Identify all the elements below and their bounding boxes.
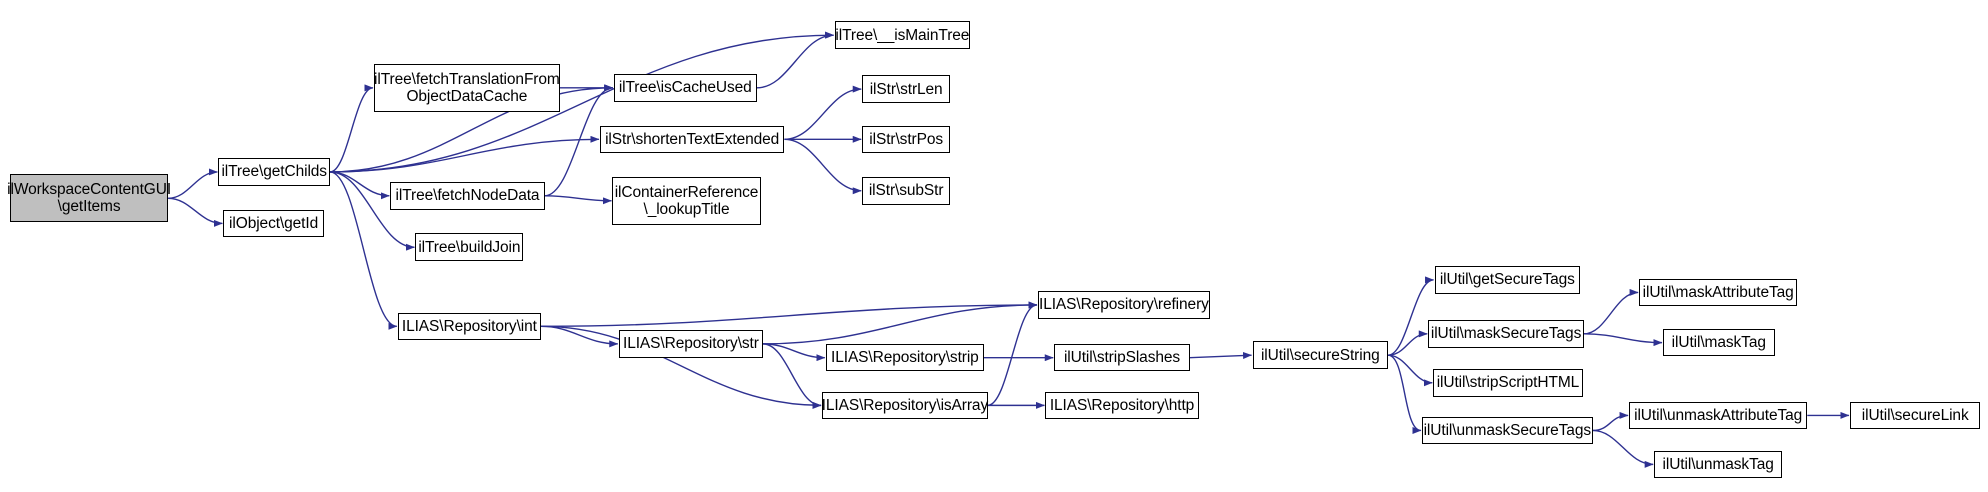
edge-maskSecureTags-to-maskAttributeTag (1583, 288, 1639, 335)
edge-fetchNodeData-to-lookupTitle (544, 195, 612, 205)
edge-secureString-to-maskSecureTags (1388, 330, 1428, 356)
graph-node-secureString[interactable]: ilUtil\secureString (1252, 341, 1389, 369)
graph-node-isMainTree[interactable]: ilTree\__isMainTree (834, 21, 971, 49)
graph-node-stripSlashes[interactable]: ilUtil\stripSlashes (1054, 343, 1190, 372)
edge-getChilds-to-fetchNodeData (330, 171, 390, 200)
graph-node-isCacheUsed[interactable]: ilTree\isCacheUsed (613, 74, 757, 102)
graph-node-strPos[interactable]: ilStr\strPos (862, 125, 951, 154)
edge-repoStr-to-repoIsArray (762, 343, 822, 409)
graph-node-unmaskSecureTags[interactable]: ilUtil\unmaskSecureTags (1421, 416, 1593, 445)
graph-node-unmaskTag[interactable]: ilUtil\unmaskTag (1654, 450, 1783, 479)
edge-secureString-to-unmaskSecureTags (1387, 354, 1422, 434)
edge-repoStr-to-repoStrip (763, 343, 826, 362)
graph-node-getId[interactable]: ilObject\getId (223, 209, 324, 238)
graph-node-lookupTitle[interactable]: ilContainerReference \_lookupTitle (612, 176, 761, 225)
edge-secureString-to-stripScriptHTML (1388, 354, 1433, 387)
graph-node-strLen[interactable]: ilStr\strLen (862, 75, 951, 103)
graph-node-unmaskAttributeTag[interactable]: ilUtil\unmaskAttributeTag (1629, 401, 1808, 430)
graph-node-subStr[interactable]: ilStr\subStr (862, 176, 951, 205)
edge-getChilds-to-fetchTrans (329, 84, 374, 173)
edge-maskSecureTags-to-maskTag (1583, 333, 1663, 347)
graph-node-maskTag[interactable]: ilUtil\maskTag (1662, 328, 1775, 357)
graph-node-stripScriptHTML[interactable]: ilUtil\stripScriptHTML (1433, 368, 1583, 397)
graph-node-repoIsArray[interactable]: ILIAS\Repository\isArray (822, 391, 988, 420)
edge-shortenText-to-strLen (784, 85, 862, 141)
edge-isCacheUsed-to-isMainTree (756, 31, 835, 89)
edge-unmaskSecureTags-to-unmaskTag (1592, 429, 1654, 468)
graph-node-buildJoin[interactable]: ilTree\buildJoin (415, 233, 524, 262)
graph-node-repoHttp[interactable]: ILIAS\Repository\http (1045, 391, 1199, 420)
edge-repoInt-to-repoStr (540, 325, 619, 348)
edge-repoInt-to-refinery (540, 301, 1038, 328)
graph-node-fetchNodeData[interactable]: ilTree\fetchNodeData (390, 181, 545, 210)
graph-node-maskAttributeTag[interactable]: ilUtil\maskAttributeTag (1639, 278, 1798, 307)
graph-node-maskSecureTags[interactable]: ilUtil\maskSecureTags (1428, 320, 1584, 348)
graph-node-getSecureTags[interactable]: ilUtil\getSecureTags (1434, 266, 1581, 294)
edge-root-to-getChilds (168, 168, 218, 199)
graph-node-secureLink[interactable]: ilUtil\secureLink (1849, 401, 1981, 430)
edge-stripSlashes-to-secureString (1189, 352, 1253, 360)
edge-root-to-getId (168, 197, 223, 227)
graph-node-repoStrip[interactable]: ILIAS\Repository\strip (825, 343, 984, 372)
graph-node-repoStr[interactable]: ILIAS\Repository\str (618, 330, 764, 358)
graph-node-fetchTrans[interactable]: ilTree\fetchTranslationFrom ObjectDataCa… (374, 64, 560, 112)
edge-secureString-to-getSecureTags (1387, 276, 1435, 356)
graph-node-root[interactable]: ilWorkspaceContentGUI \getItems (7, 174, 171, 223)
graph-node-repoInt[interactable]: ILIAS\Repository\int (397, 312, 541, 341)
edge-unmaskSecureTags-to-unmaskAttributeTag (1592, 411, 1629, 432)
graph-node-getChilds[interactable]: ilTree\getChilds (218, 158, 331, 186)
edge-shortenText-to-subStr (784, 138, 862, 195)
edge-repoStr-to-refinery (763, 301, 1038, 345)
edge-getChilds-to-repoInt (329, 171, 398, 330)
edge-repoIsArray-to-refinery (987, 301, 1038, 407)
graph-node-shortenText[interactable]: ilStr\shortenTextExtended (599, 125, 785, 154)
edge-getChilds-to-shortenText (330, 135, 600, 173)
graph-node-refinery[interactable]: ILIAS\Repository\refinery (1037, 291, 1210, 319)
